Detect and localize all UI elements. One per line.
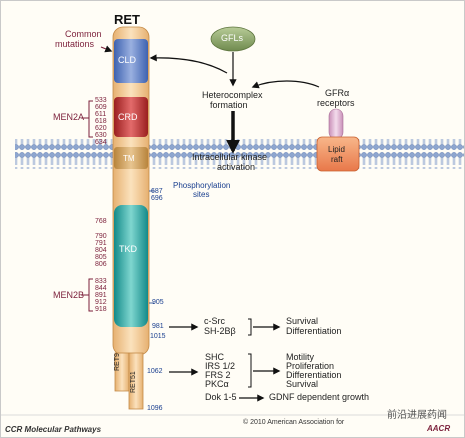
gfls-to-ret-arrow <box>149 54 228 74</box>
outcome-differentiation-981: Differentiation <box>286 326 342 336</box>
common-mutations-label-line2: mutations <box>55 39 95 49</box>
crd-domain <box>114 97 148 137</box>
tkd-mutation: 791 <box>95 240 107 247</box>
bracket-981 <box>248 318 252 336</box>
gfra-label-line1: GFRα <box>325 88 350 98</box>
phosphorylation-label-line1: Phosphorylation <box>173 181 231 190</box>
men2b-residue: 833 <box>95 278 107 285</box>
cld-label: CLD <box>118 55 137 65</box>
outcome-survival-1062: Survival <box>286 379 319 389</box>
ret51-label: RET51 <box>130 371 137 393</box>
tkd-domain <box>114 205 148 327</box>
site-981: 981 <box>152 323 164 330</box>
ret51-tail <box>128 352 144 410</box>
ret-title: RET <box>114 12 140 27</box>
common-mutations-arrow <box>100 45 113 53</box>
men2b-bracket <box>81 278 93 312</box>
men2a-residue: 609 <box>95 104 107 111</box>
men2b-residue: 912 <box>95 299 107 306</box>
men2a-residue: 630 <box>95 132 107 139</box>
men2b-residue: 844 <box>95 285 107 292</box>
tm-domain <box>114 147 148 169</box>
adaptor-dok: Dok 1-5 <box>205 392 237 402</box>
outcome-gdnf-growth: GDNF dependent growth <box>269 392 370 402</box>
lipid-raft-label-line1: Lipid <box>328 145 345 154</box>
site-696: 696 <box>151 195 163 202</box>
tm-label: TM <box>123 154 135 163</box>
men2a-residue: 634 <box>95 139 107 146</box>
men2a-bracket <box>81 100 93 138</box>
tkd-mutation: 804 <box>95 247 107 254</box>
gfls-label: GFLs <box>221 33 244 43</box>
site-1062: 1062 <box>147 368 163 375</box>
outcome-proliferation: Proliferation <box>286 361 335 371</box>
outcome-differentiation-1062: Differentiation <box>286 370 342 380</box>
site-687: 687 <box>151 188 163 195</box>
footer-logo: AACR <box>427 424 451 433</box>
footer-copyright: © 2010 American Association for <box>243 419 345 426</box>
adaptor-shc: SHC <box>205 352 225 362</box>
kinase-label-line1: Intracellular kinase <box>192 152 268 162</box>
men2b-label: MEN2B <box>53 290 85 300</box>
men2a-residue: 618 <box>95 118 107 125</box>
tkd-mutation: 806 <box>95 261 107 268</box>
gfls-ellipse <box>210 26 256 52</box>
tkd-mutation: 768 <box>95 218 107 225</box>
bracket-1062 <box>248 353 252 388</box>
crd-label: CRD <box>118 112 138 122</box>
kinase-label-line2: activation <box>217 162 256 172</box>
tkd-label: TKD <box>119 244 137 254</box>
heterocomplex-label-line2: formation <box>210 100 248 110</box>
adaptor-c-src: c-Src <box>204 316 225 326</box>
men2a-residue: 611 <box>95 111 107 118</box>
outcome-motility: Motility <box>286 352 315 362</box>
cld-domain <box>114 39 148 83</box>
men2b-residue: 918 <box>95 306 107 313</box>
heterocomplex-label-line1: Heterocomplex <box>202 90 263 100</box>
gfra-label-line2: receptors <box>317 98 355 108</box>
ret9-label: RET9 <box>114 353 121 371</box>
men2a-residue: 620 <box>95 125 107 132</box>
site-905: 905 <box>152 299 164 306</box>
lipid-raft <box>316 136 360 172</box>
men2a-residue: 533 <box>95 97 107 104</box>
outcome-survival-981: Survival <box>286 316 319 326</box>
phosphorylation-label-line2: sites <box>193 190 210 199</box>
lipid-raft-label-line2: raft <box>331 155 343 164</box>
site-1096: 1096 <box>147 405 163 412</box>
footer-journal: CCR Molecular Pathways <box>5 425 102 434</box>
adaptor-irs: IRS 1/2 <box>205 361 236 371</box>
gfra-receptor <box>328 108 344 140</box>
adaptor-frs2: FRS 2 <box>205 370 231 380</box>
tkd-mutation: 790 <box>95 233 107 240</box>
common-mutations-label-line1: Common <box>65 29 102 39</box>
adaptor-sh2b: SH-2Bβ <box>204 326 236 336</box>
men2a-label: MEN2A <box>53 112 85 122</box>
footer-watermark: 前沿进展药闻 <box>387 410 447 421</box>
men2b-residue: 891 <box>95 292 107 299</box>
gfra-to-heterocomplex-arrow <box>251 80 320 89</box>
tkd-mutation: 805 <box>95 254 107 261</box>
site-1015: 1015 <box>150 333 166 340</box>
adaptor-pkc: PKCα <box>205 379 229 389</box>
